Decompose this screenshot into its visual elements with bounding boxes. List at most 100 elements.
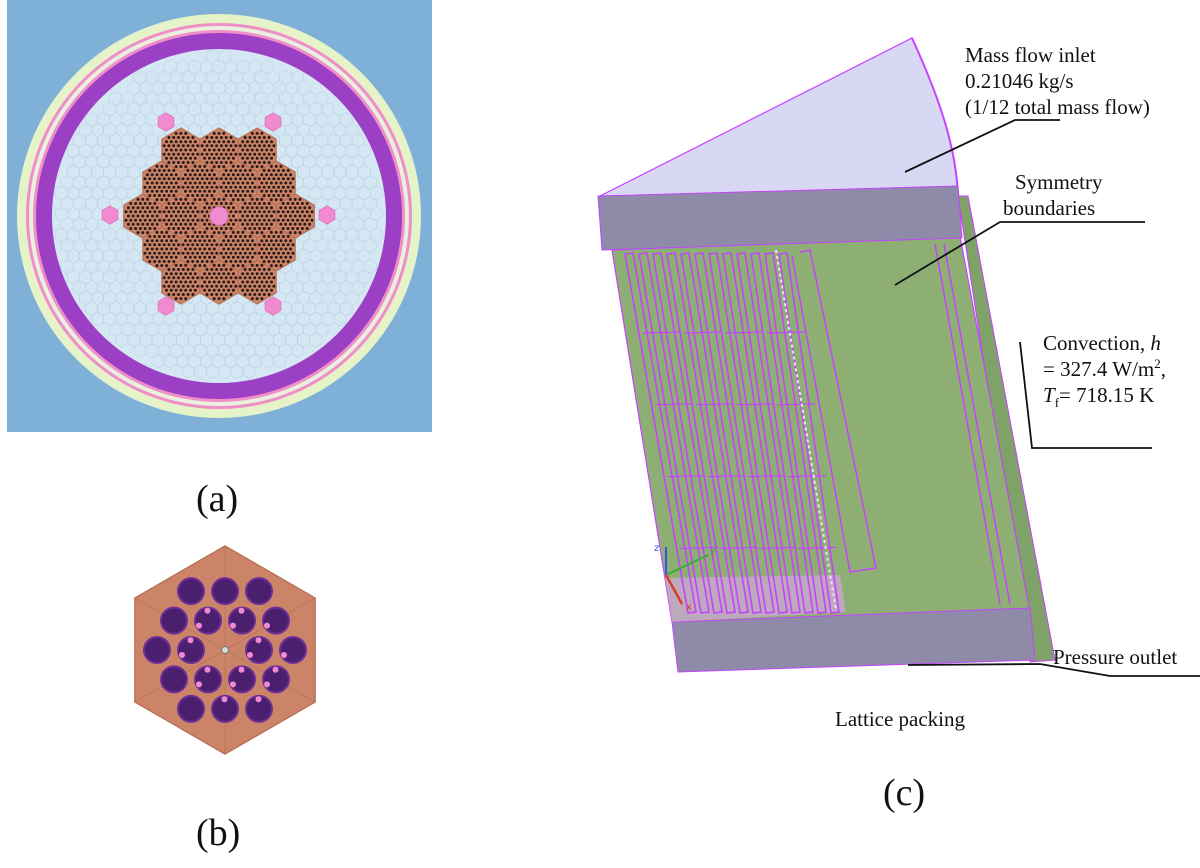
fuel-hole: [143, 210, 147, 214]
fuel-hole: [258, 202, 261, 205]
fuel-hole: [279, 214, 283, 218]
fuel-hole: [184, 181, 187, 185]
fuel-hole: [241, 239, 245, 243]
coolant-hole: [204, 666, 211, 673]
fuel-hole: [193, 255, 197, 259]
fuel-hole: [269, 247, 273, 251]
fuel-hole: [227, 206, 231, 210]
fuel-hole: [289, 181, 293, 185]
fuel-hole: [239, 185, 242, 189]
fuel-hole: [227, 140, 231, 144]
fuel-hole: [303, 214, 307, 218]
fuel-hole: [165, 148, 168, 152]
fuel-hole: [174, 189, 178, 193]
fuel-hole: [198, 264, 202, 268]
fuel-hole: [191, 218, 195, 222]
fuel-hole: [160, 239, 164, 243]
fuel-hole: [222, 263, 226, 267]
fuel-hole: [184, 231, 188, 235]
coolant-channel: [652, 252, 723, 614]
fuel-hole: [179, 231, 183, 235]
fuel-hole: [212, 263, 216, 267]
fuel-hole: [215, 136, 219, 139]
fuel-hole: [193, 206, 197, 210]
x-axis-line: [664, 574, 684, 605]
fuel-hole: [262, 227, 266, 230]
fuel-hole: [267, 152, 271, 156]
fuel-hole: [205, 144, 209, 148]
fuel-hole: [172, 136, 176, 139]
fuel-hole: [203, 272, 207, 276]
fuel-hole: [184, 247, 187, 251]
fuel-hole: [203, 239, 207, 243]
fuel-hole: [300, 202, 304, 205]
coolant-hole: [187, 637, 194, 644]
fuel-hole: [260, 140, 264, 144]
fuel-hole: [258, 218, 261, 222]
fuel-hole: [269, 181, 273, 185]
fuel-hole: [177, 284, 180, 288]
fuel-hole: [184, 173, 187, 177]
fuel-hole: [291, 227, 295, 230]
fuel-hole: [162, 276, 166, 280]
fuel-hole: [217, 280, 221, 284]
fuel-hole: [253, 284, 257, 288]
fuel-hole: [258, 161, 261, 164]
fuel-hole: [241, 198, 245, 202]
fuel-hole: [298, 206, 302, 210]
fuel-hole: [255, 231, 259, 235]
fuel-hole: [179, 272, 183, 276]
fuel-hole: [157, 177, 161, 181]
fuel-hole: [160, 189, 164, 193]
fuel-hole: [186, 251, 190, 255]
fuel-hole: [165, 230, 169, 234]
fuel-hole: [146, 206, 150, 210]
fuel-hole: [162, 152, 166, 156]
fuel-hole: [179, 140, 183, 144]
fuel-hole: [215, 177, 219, 181]
fuel-hole: [162, 284, 166, 288]
inner-frame-line: [934, 243, 1001, 605]
fuel-hole: [231, 247, 235, 251]
fuel-hole: [267, 185, 271, 189]
fuel-hole: [177, 293, 180, 296]
coolant-hole: [179, 652, 185, 658]
fuel-hole: [210, 177, 214, 181]
fuel-hole: [184, 288, 188, 292]
fuel-hole: [241, 280, 245, 284]
fuel-hole: [165, 288, 168, 292]
fuel-hole: [276, 218, 280, 222]
fuel-hole: [184, 272, 188, 276]
control-drum: [264, 112, 282, 132]
fuel-hole: [248, 284, 252, 288]
fuel-hole: [196, 260, 199, 263]
fuel-hole: [253, 185, 257, 189]
fuel-hole: [270, 206, 273, 210]
fuel-hole: [241, 222, 245, 226]
fuel-hole: [274, 230, 278, 234]
fuel-hole: [279, 239, 283, 243]
fuel-hole: [124, 210, 128, 214]
fuel-hole: [181, 202, 185, 205]
fuel-hole: [196, 276, 200, 280]
fuel-hole: [126, 214, 130, 218]
fuel-hole: [308, 222, 312, 226]
fuel-hole: [165, 214, 168, 218]
fuel-hole: [286, 185, 290, 189]
fuel-hole: [231, 230, 235, 234]
fuel-hole: [145, 239, 149, 243]
fuel-hole: [157, 185, 161, 189]
fuel-hole: [205, 284, 209, 288]
fuel-hole: [258, 276, 261, 280]
fuel-hole: [270, 288, 273, 292]
fuel-hole: [229, 268, 233, 271]
fuel-hole: [241, 189, 245, 193]
fuel-hole: [284, 173, 288, 177]
fuel-hole: [155, 239, 159, 243]
fuel-hole: [169, 189, 173, 193]
fuel-hole: [243, 177, 247, 181]
fuel-hole: [227, 222, 231, 226]
fuel-hole: [167, 251, 171, 255]
fuel-hole: [234, 260, 238, 263]
fuel-hole: [186, 185, 190, 189]
